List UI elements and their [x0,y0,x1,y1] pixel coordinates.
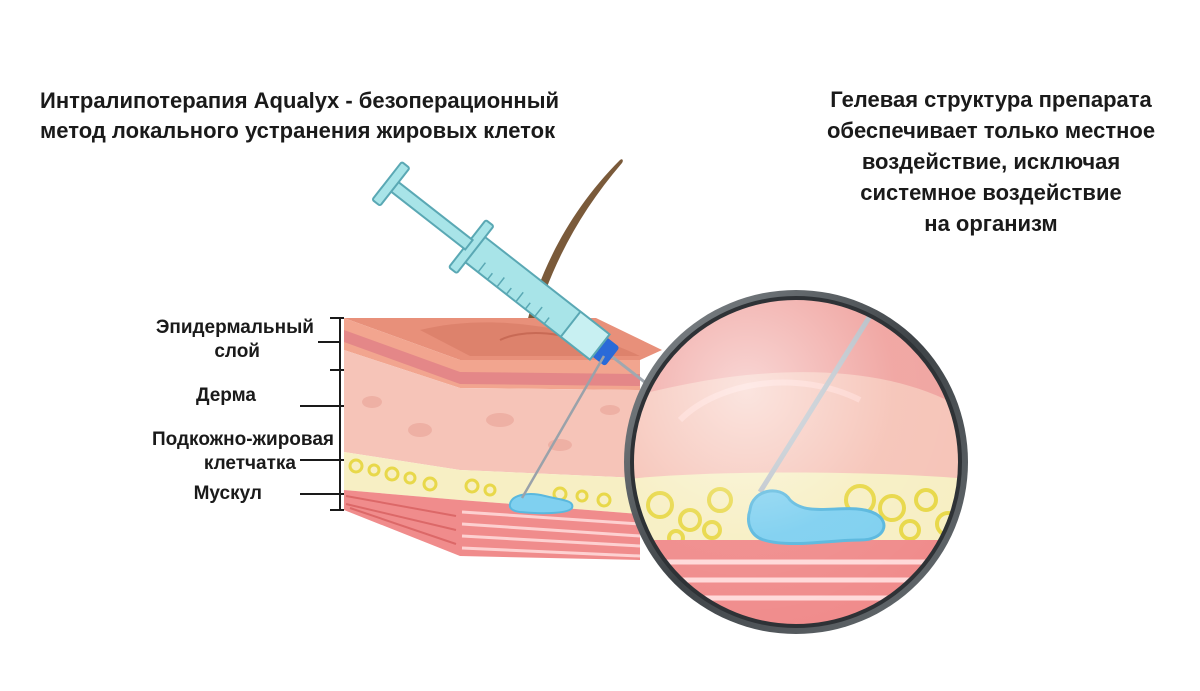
heading-left: Интралипотерапия Aqualyx - безоперационн… [40,86,559,146]
skin-block [344,318,662,560]
needle-tip [520,355,606,499]
label-muscle-line-1: Мускул [193,483,262,504]
epidermis-stripe [344,330,460,384]
dermis-front [344,350,460,470]
gel-deposit [508,493,574,515]
label-dermis: Дерма [196,384,256,408]
fat-side [460,470,640,514]
muscle-front [344,490,460,556]
label-muscle: Мускул [194,482,262,506]
label-subcutaneous-fat-line-1: Подкожно-жировая [151,429,334,450]
dermis-side [460,388,640,478]
label-epidermis: Эпидермальный слой [156,316,314,364]
magnifier-lens [624,290,968,634]
heading-right-line-5: на организм [924,211,1058,236]
heading-right-line-2: обеспечивает только местное [826,118,1156,143]
heading-left-line-2: метод локального устранения жировых клет… [40,118,556,143]
label-subcutaneous-fat: Подкожно-жировая клетчатка [152,428,334,476]
heading-right: Гелевая структура препарата обеспечивает… [800,84,1182,239]
label-epidermis-line-2: слой [214,341,260,362]
label-epidermis-line-1: Эпидермальный [155,317,314,338]
heading-right-line-4: системное воздействие [860,180,1122,205]
label-subcutaneous-fat-line-2: клетчатка [203,453,296,474]
heading-right-line-3: воздействие, исключая [861,149,1121,174]
layer-bracket [300,317,344,511]
label-dermis-line-1: Дерма [195,385,256,406]
heading-left-line-1: Интралипотерапия Aqualyx - безоперационн… [40,88,560,113]
heading-right-line-1: Гелевая структура препарата [830,87,1152,112]
